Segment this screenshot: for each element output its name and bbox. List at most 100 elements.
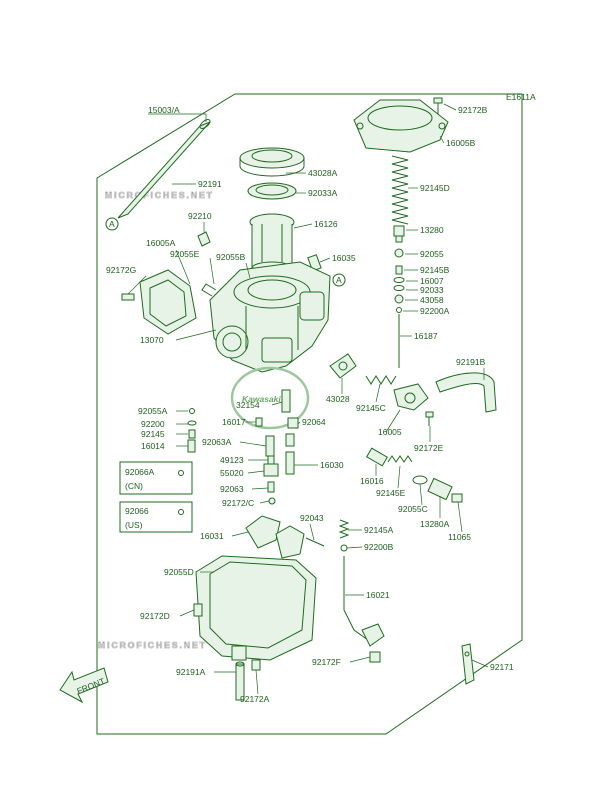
screw-92172d [193, 603, 203, 617]
callout-92033a: 92033A [308, 188, 338, 198]
top-cover [353, 99, 449, 153]
callout-92055d: 92055D [164, 567, 194, 577]
bleed-pipe [285, 433, 295, 447]
needle-washer [394, 248, 404, 258]
callout-92043: 92043 [300, 513, 324, 523]
variant-us-region: (US) [125, 520, 143, 530]
callout-16126: 16126 [314, 219, 338, 229]
variant-cn-region: (CN) [125, 481, 143, 491]
callout-92191: 92191 [198, 179, 222, 189]
callout-13070: 13070 [140, 335, 164, 345]
gasket-43028 [329, 353, 357, 379]
diaphragm-spring [391, 155, 409, 225]
main-jet-92063 [267, 481, 275, 493]
screw-92172b [433, 97, 443, 114]
callout-92200a: 92200A [420, 306, 450, 316]
spring-92145 [188, 429, 196, 439]
callout-92145c: 92145C [356, 403, 386, 413]
callout-13280: 13280 [420, 225, 444, 235]
main-jet-holder-55020 [263, 463, 279, 477]
callout-92055a: 92055A [138, 406, 168, 416]
callout-92172-c: 92172/C [222, 498, 254, 508]
front-arrow: FRONT [59, 667, 109, 704]
float-bowl [195, 555, 317, 661]
callout-16005: 16005 [378, 427, 402, 437]
callout-16007: 16007 [420, 276, 444, 286]
needle-spring-clip [395, 265, 403, 275]
callout-32154: 32154 [236, 400, 260, 410]
needle-washer-small [393, 285, 405, 291]
callout-92172a: 92172A [240, 694, 270, 704]
callout-16187: 16187 [414, 331, 438, 341]
svg-text:A: A [109, 219, 115, 229]
top-seal-ring [239, 147, 305, 177]
screw-92172a [251, 659, 261, 671]
callout-43058: 43058 [420, 295, 444, 305]
callout-55020: 55020 [220, 468, 244, 478]
screw-16014 [187, 439, 196, 453]
callout-92172f: 92172F [312, 657, 341, 667]
reference-mark-a-right: A [332, 273, 346, 287]
callout-92055b: 92055B [216, 252, 246, 262]
callout-92063: 92063 [220, 484, 244, 494]
fuel-hose-92191b [435, 372, 497, 413]
leader-lines [127, 103, 489, 695]
callout-16005a: 16005A [146, 238, 176, 248]
float-pin-92043 [305, 537, 325, 547]
callout-16030: 16030 [320, 460, 344, 470]
screw-92172c [268, 497, 276, 505]
callout-92200b: 92200B [364, 542, 394, 552]
o-ring-92055a [189, 408, 195, 414]
needle-jet-92063a [265, 435, 275, 457]
washer-92200b [340, 544, 348, 552]
reference-mark-a-left: A [105, 217, 119, 231]
svg-text:A: A [336, 275, 342, 285]
exploded-view-frame [96, 93, 523, 735]
callout-16017: 16017 [222, 417, 246, 427]
choke-cover [393, 383, 429, 411]
callout-43028: 43028 [326, 394, 350, 404]
callout-16005b: 16005B [446, 138, 476, 148]
clamp-92171 [461, 643, 475, 685]
callout-92191b: 92191B [456, 357, 486, 367]
callout-92145: 92145 [141, 429, 165, 439]
part-92064 [287, 417, 299, 429]
vent-tube [117, 119, 211, 219]
needle-collar [396, 307, 402, 313]
drain-screw-92172f [369, 651, 381, 663]
plug-92210 [197, 231, 211, 247]
callout-13280a: 13280A [420, 519, 450, 529]
screw-92172g [121, 293, 135, 301]
callout-92055e: 92055E [170, 249, 200, 259]
spring-92145e [387, 455, 413, 463]
o-ring-92055c [412, 475, 428, 485]
callout-15003-a: 15003/A [148, 105, 180, 115]
pilot-jet-32154 [281, 389, 291, 413]
callout-92055: 92055 [420, 249, 444, 259]
callout-92191a: 92191A [176, 667, 206, 677]
callout-92145e: 92145E [376, 488, 406, 498]
variant-box-cn: 92066A (CN) [119, 461, 193, 495]
callout-43028a: 43028A [308, 168, 338, 178]
float-chamber-drain-13280a [427, 477, 463, 503]
kawasaki-logo: Kawasaki [230, 366, 310, 430]
watermark-bottom: MICROFICHES.NET [98, 640, 207, 650]
drain-tube-92191a [235, 661, 245, 701]
part-16017 [255, 417, 263, 427]
callout-92210: 92210 [188, 211, 212, 221]
callout-11065: 11065 [448, 532, 471, 542]
callout-16016: 16016 [360, 476, 384, 486]
jet-49123 [267, 455, 275, 465]
variant-box-us: 92066 (US) [119, 501, 193, 533]
carburetor-body [201, 261, 331, 373]
callout-92172d: 92172D [140, 611, 170, 621]
needle-clip [393, 277, 405, 283]
float-valve-16030 [285, 451, 295, 475]
callout-92145a: 92145A [364, 525, 394, 535]
callout-92055c: 92055C [398, 504, 428, 514]
watermark-top: MICROFICHES.NET [105, 190, 214, 200]
callout-92200: 92200 [141, 419, 165, 429]
callout-49123: 49123 [220, 455, 244, 465]
callout-16035: 16035 [332, 253, 356, 263]
